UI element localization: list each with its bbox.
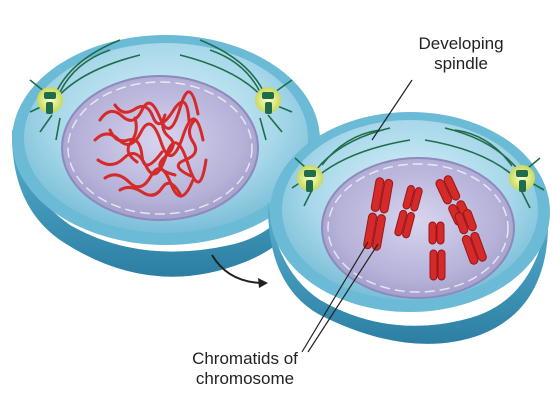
label-developing-spindle: Developing spindle bbox=[386, 34, 536, 74]
nucleus-right bbox=[322, 158, 514, 298]
label-spindle-line2: spindle bbox=[386, 54, 536, 74]
label-chromatids-line1: Chromatids of bbox=[160, 349, 330, 369]
cell-prophase-late bbox=[268, 112, 550, 344]
nucleus-left bbox=[62, 76, 258, 220]
label-spindle-line1: Developing bbox=[386, 34, 536, 54]
label-chromatids-of-chromosome: Chromatids of chromosome bbox=[160, 349, 330, 389]
label-chromatids-line2: chromosome bbox=[160, 369, 330, 389]
